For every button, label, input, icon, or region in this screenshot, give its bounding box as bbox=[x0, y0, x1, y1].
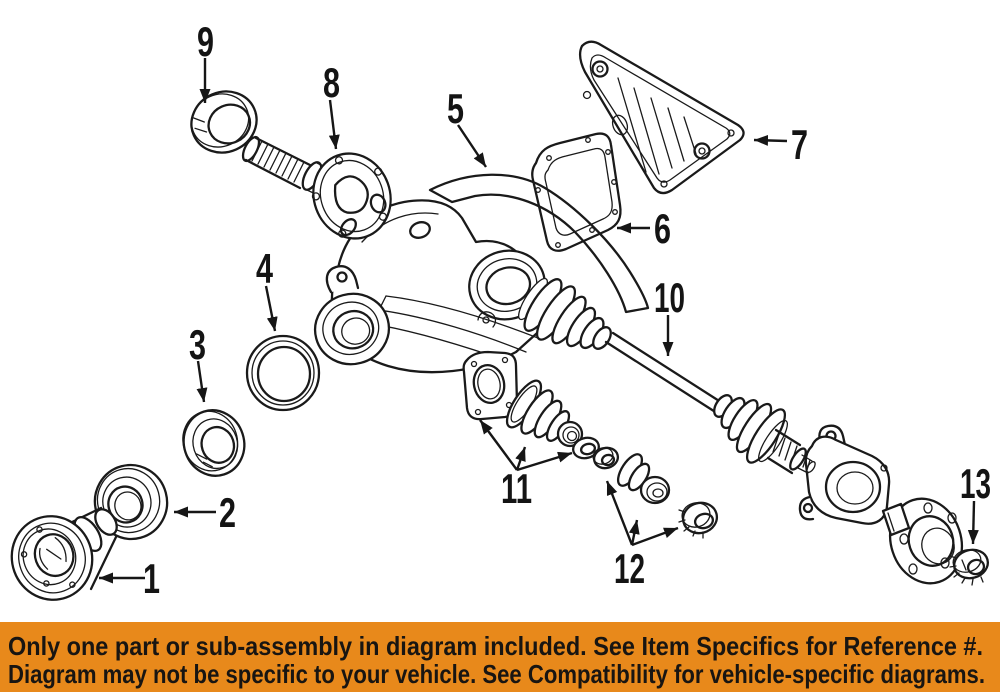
part-label-2: 2 bbox=[219, 489, 236, 536]
leader-arrow-8 bbox=[328, 99, 340, 150]
part-number-labels: 1 2 3 4 5 6 7 8 9 10 11 12 13 bbox=[143, 18, 991, 602]
part-7-cover bbox=[578, 40, 745, 195]
part-label-1: 1 bbox=[143, 555, 160, 602]
leader-arrow-11b bbox=[515, 446, 527, 471]
wheel-hub bbox=[881, 497, 963, 585]
part-3-seal bbox=[182, 409, 246, 477]
part-12-nut bbox=[678, 501, 719, 539]
disclaimer-text-block: Only one part or sub-assembly in diagram… bbox=[8, 631, 985, 689]
part-label-9: 9 bbox=[197, 18, 214, 65]
disclaimer-line-1: Only one part or sub-assembly in diagram… bbox=[8, 631, 983, 661]
leader-arrow-4 bbox=[264, 285, 278, 332]
part-12-boot-kit bbox=[592, 446, 719, 539]
part-label-7: 7 bbox=[791, 121, 808, 168]
part-label-8: 8 bbox=[323, 59, 340, 106]
leader-arrow-3 bbox=[196, 360, 208, 403]
part-9-seal bbox=[190, 90, 258, 154]
leader-arrow-7 bbox=[753, 134, 788, 146]
leader-arrow-12a bbox=[605, 480, 634, 546]
leader-arrows bbox=[99, 58, 979, 584]
part-4-ring bbox=[245, 334, 321, 412]
part-label-11: 11 bbox=[501, 465, 532, 512]
exploded-diagram: 1 2 3 4 5 6 7 8 9 10 11 12 13 bbox=[10, 18, 991, 602]
part-label-6: 6 bbox=[654, 205, 671, 252]
part-1-drive-flange bbox=[10, 506, 118, 601]
part-label-10: 10 bbox=[654, 274, 685, 321]
part-label-12: 12 bbox=[614, 545, 645, 592]
leader-arrow-5 bbox=[457, 124, 487, 168]
part-label-13: 13 bbox=[960, 460, 991, 507]
leader-arrow-13 bbox=[967, 500, 979, 545]
disclaimer-banner: Only one part or sub-assembly in diagram… bbox=[0, 622, 1000, 692]
disclaimer-line-2: Diagram may not be specific to your vehi… bbox=[8, 659, 985, 689]
part-11-boot-kit bbox=[462, 350, 600, 460]
part-label-5: 5 bbox=[447, 85, 464, 132]
part-label-3: 3 bbox=[189, 321, 206, 368]
leader-arrow-12b bbox=[628, 519, 640, 546]
part-10-axle-shaft bbox=[518, 277, 816, 475]
part-8-output-flange bbox=[241, 135, 392, 240]
leader-arrow-11a bbox=[479, 419, 518, 471]
housing-output-boss bbox=[313, 292, 391, 366]
leader-arrow-11c bbox=[516, 451, 573, 472]
leader-arrow-12c bbox=[631, 526, 679, 547]
part-label-4: 4 bbox=[256, 245, 273, 292]
bearing-carrier bbox=[798, 424, 891, 525]
part-13-lock-nut bbox=[949, 548, 989, 586]
part-6-gasket bbox=[531, 132, 622, 252]
